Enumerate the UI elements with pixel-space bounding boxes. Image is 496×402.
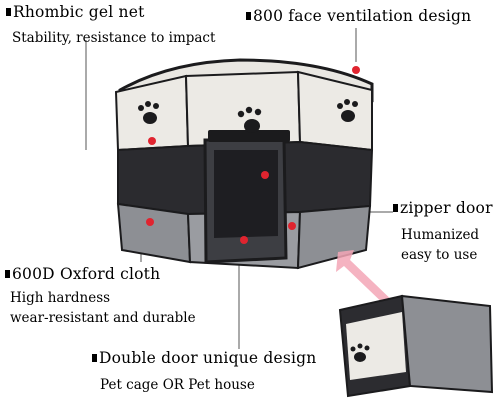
oxford-subtitle-1: High hardness bbox=[10, 290, 111, 306]
rhombic-subtitle: Stability, resistance to impact bbox=[12, 30, 216, 46]
pointer-arrow bbox=[336, 250, 398, 312]
bullet-icon bbox=[6, 8, 11, 16]
bullet-icon bbox=[393, 204, 398, 212]
bullet-icon bbox=[5, 270, 10, 278]
rhombic-title: Rhombic gel net bbox=[6, 3, 145, 21]
oxford-subtitle-2: wear-resistant and durable bbox=[10, 310, 196, 326]
paw-print-icon bbox=[138, 101, 159, 124]
zipper-title: zipper door bbox=[393, 199, 493, 217]
bullet-icon bbox=[246, 12, 251, 20]
red-dot-marker bbox=[146, 66, 360, 244]
door-subtitle: Pet cage OR Pet house bbox=[100, 377, 255, 393]
paw-print-icon bbox=[337, 99, 358, 122]
door-title: Double door unique design bbox=[92, 349, 316, 367]
oxford-title: 600D Oxford cloth bbox=[5, 265, 160, 283]
folded-bag bbox=[338, 294, 494, 398]
zipper-subtitle-2: easy to use bbox=[401, 247, 478, 263]
bullet-icon bbox=[92, 354, 97, 362]
ventilation-title: 800 face ventilation design bbox=[246, 7, 471, 25]
playpen-main bbox=[114, 58, 374, 270]
paw-print-icon bbox=[237, 106, 262, 133]
paw-print-icon bbox=[350, 343, 370, 362]
zipper-subtitle-1: Humanized bbox=[401, 227, 480, 243]
